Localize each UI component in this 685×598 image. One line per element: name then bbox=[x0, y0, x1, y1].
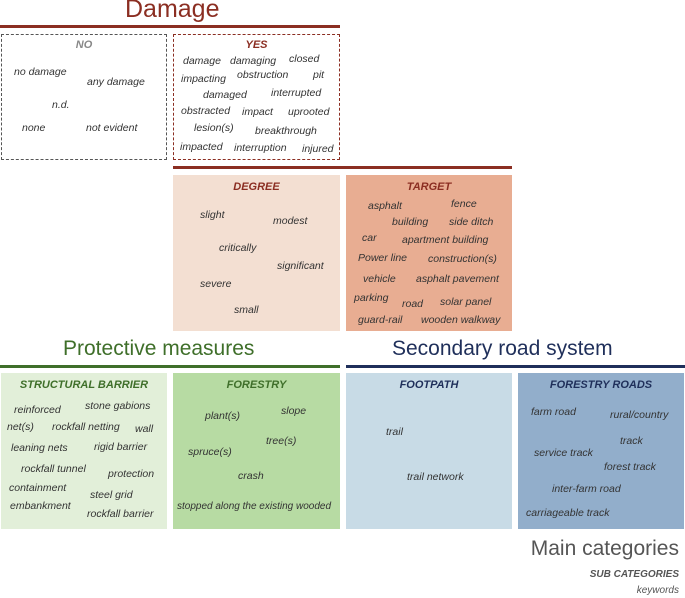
damage-title: Damage bbox=[125, 0, 220, 23]
footpath-title: FOOTPATH bbox=[399, 379, 459, 391]
keyword: containment bbox=[9, 482, 67, 494]
keyword: critically bbox=[219, 242, 257, 254]
keyword: carriageable track bbox=[526, 507, 610, 519]
footpath-box: FOOTPATH trail trail network bbox=[346, 373, 512, 529]
damage-sub-rule bbox=[173, 166, 512, 169]
keyword: pit bbox=[313, 69, 325, 81]
keyword: rural/country bbox=[610, 409, 669, 421]
legend-main-categories: Main categories bbox=[530, 537, 679, 560]
keyword: no damage bbox=[14, 66, 67, 78]
protective-title: Protective measures bbox=[63, 337, 255, 360]
keyword: reinforced bbox=[14, 404, 61, 416]
keyword: forest track bbox=[604, 461, 656, 473]
keyword: modest bbox=[273, 215, 308, 227]
no-box-title: NO bbox=[75, 39, 93, 51]
keyword: damage bbox=[183, 55, 221, 67]
keyword: construction(s) bbox=[428, 253, 497, 265]
keyword: plant(s) bbox=[205, 410, 241, 422]
keyword: asphalt pavement bbox=[416, 273, 499, 285]
keyword: uprooted bbox=[288, 106, 330, 118]
keyword: asphalt bbox=[368, 200, 402, 212]
keyword: rockfall barrier bbox=[87, 508, 154, 520]
secondary-rule bbox=[346, 365, 685, 368]
keyword: stopped along the existing wooded bbox=[177, 501, 332, 512]
keyword: damaged bbox=[203, 89, 247, 101]
keyword: wall bbox=[135, 423, 154, 435]
keyword: rockfall tunnel bbox=[21, 463, 86, 475]
forestry-title: FORESTRY bbox=[226, 379, 287, 391]
keyword: none bbox=[22, 122, 46, 134]
keyword: any damage bbox=[87, 76, 145, 88]
keyword: damaging bbox=[230, 55, 277, 67]
keyword: slight bbox=[200, 209, 225, 221]
keyword: spruce(s) bbox=[188, 446, 232, 458]
keyword: trail network bbox=[407, 471, 464, 483]
secondary-title: Secondary road system bbox=[392, 337, 613, 360]
keyword: farm road bbox=[531, 406, 576, 418]
keyword: Power line bbox=[358, 252, 408, 264]
keyword: not evident bbox=[86, 122, 138, 134]
keyword: small bbox=[234, 304, 259, 316]
damage-rule bbox=[0, 25, 340, 28]
keyword: inter-farm road bbox=[552, 483, 621, 495]
degree-box-title: DEGREE bbox=[233, 181, 280, 193]
keyword: vehicle bbox=[363, 273, 396, 285]
legend-sub-categories: SUB CATEGORIES bbox=[589, 569, 679, 580]
keyword: rockfall netting bbox=[52, 421, 120, 433]
keyword: wooden walkway bbox=[421, 314, 501, 326]
forestry-roads-title: FORESTRY ROADS bbox=[549, 379, 653, 391]
structural-barrier-title: STRUCTURAL BARRIER bbox=[19, 379, 149, 391]
target-box-title: TARGET bbox=[406, 181, 452, 193]
keyword: protection bbox=[108, 468, 155, 480]
structural-barrier-box: STRUCTURAL BARRIER reinforced stone gabi… bbox=[1, 373, 167, 529]
yes-box: YES damage damaging closed impacting obs… bbox=[173, 34, 340, 160]
keyword: n.d. bbox=[52, 99, 70, 111]
keyword: stone gabions bbox=[85, 400, 151, 412]
keyword: building bbox=[392, 216, 429, 228]
keyword: leaning nets bbox=[11, 442, 68, 454]
keyword: severe bbox=[200, 278, 232, 290]
keyword: obstracted bbox=[181, 105, 231, 117]
keyword: significant bbox=[277, 260, 324, 272]
keyword: side ditch bbox=[449, 216, 494, 228]
keyword: crash bbox=[238, 470, 264, 482]
keyword: fence bbox=[451, 198, 477, 210]
keyword: impact bbox=[242, 106, 273, 118]
forestry-box: FORESTRY plant(s) slope tree(s) spruce(s… bbox=[173, 373, 340, 529]
keyword: obstruction bbox=[237, 69, 289, 81]
keyword: impacting bbox=[181, 73, 226, 85]
keyword: solar panel bbox=[440, 296, 492, 308]
keyword: tree(s) bbox=[266, 435, 297, 447]
keyword: service track bbox=[534, 447, 593, 459]
keyword: lesion(s) bbox=[194, 122, 234, 134]
keyword: track bbox=[620, 435, 643, 447]
legend-keywords: keywords bbox=[636, 585, 679, 596]
keyword: embankment bbox=[10, 500, 71, 512]
keyword: injured bbox=[302, 143, 334, 155]
keyword: interruption bbox=[234, 142, 287, 154]
keyword: trail bbox=[386, 426, 403, 438]
keyword: interrupted bbox=[271, 87, 322, 99]
keyword: car bbox=[362, 232, 377, 244]
keyword: road bbox=[402, 298, 424, 310]
keyword: breakthrough bbox=[255, 125, 317, 137]
protective-rule bbox=[0, 365, 340, 368]
keyword: slope bbox=[281, 405, 307, 417]
keyword: rigid barrier bbox=[94, 441, 148, 453]
no-box: NO no damage any damage n.d. none not ev… bbox=[1, 34, 167, 160]
keyword: apartment building bbox=[402, 234, 489, 246]
keyword: parking bbox=[354, 292, 389, 304]
target-box: TARGET asphalt fence building side ditch… bbox=[346, 175, 512, 331]
forestry-roads-box: FORESTRY ROADS farm road rural/country t… bbox=[518, 373, 684, 529]
keyword: steel grid bbox=[90, 489, 133, 501]
keyword: closed bbox=[289, 53, 320, 65]
degree-box: DEGREE slight modest critically signific… bbox=[173, 175, 340, 331]
yes-box-title: YES bbox=[245, 39, 268, 51]
keyword: impacted bbox=[180, 141, 223, 153]
keyword: net(s) bbox=[7, 421, 34, 433]
keyword: guard-rail bbox=[358, 314, 403, 326]
